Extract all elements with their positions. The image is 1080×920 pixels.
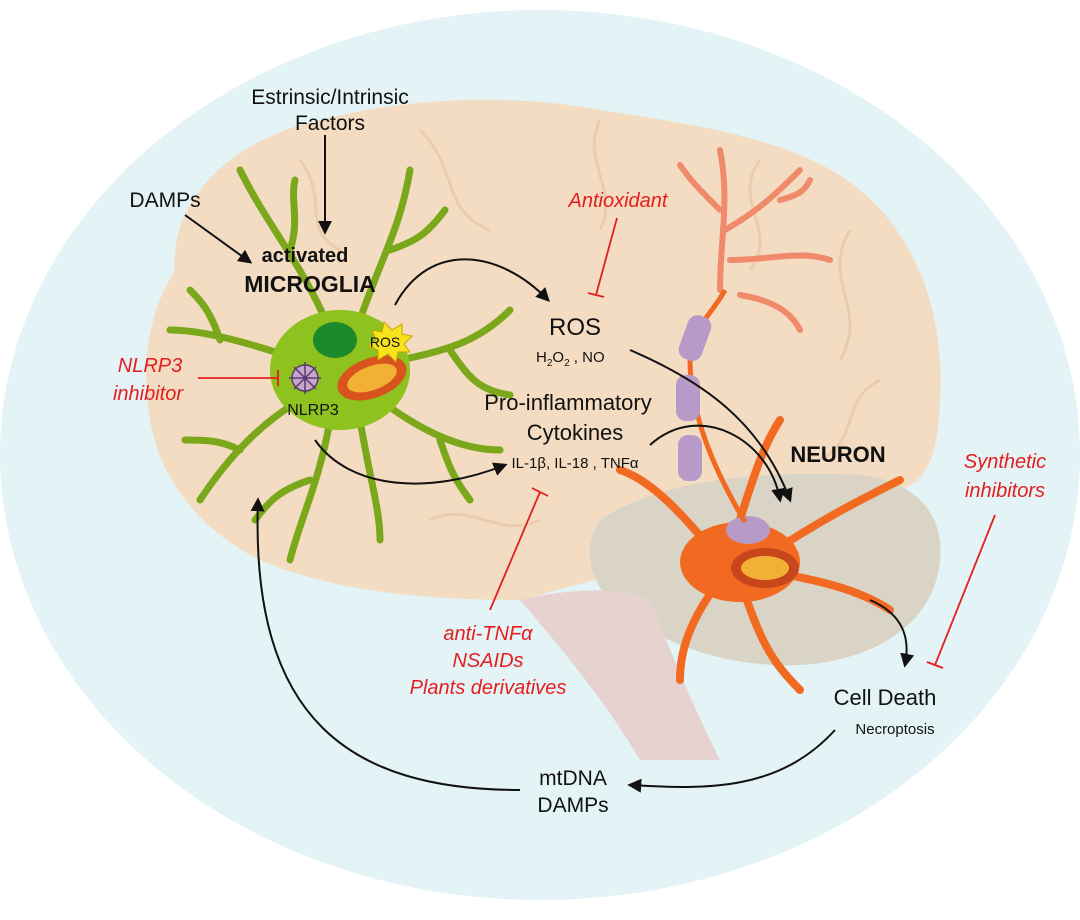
inhibit-synthetic	[926, 514, 996, 669]
antioxidant-label: Antioxidant	[568, 190, 669, 212]
ros-species-label: H2O2 , NO	[536, 349, 605, 369]
cytokine-inhibitor-label-3: Plants derivatives	[410, 677, 567, 699]
arrow-mtdna-to-microglia	[250, 497, 521, 791]
cytokine-inhibitor-label-1: anti-TNFα	[443, 623, 533, 645]
mtdna-label-2: DAMPs	[537, 794, 608, 817]
h2o2-o: O	[552, 349, 564, 366]
neuron-nucleus	[726, 516, 770, 544]
neuron-label: NEURON	[790, 442, 885, 467]
microglia-nucleus	[313, 322, 357, 358]
h2o2-sub-a: 2	[547, 358, 553, 369]
nlrp3-inflammasome	[289, 362, 321, 394]
microglia-label-2: MICROGLIA	[244, 271, 376, 297]
ros-small-label: ROS	[370, 334, 400, 350]
pathway-arrows	[184, 135, 915, 793]
no-label: , NO	[570, 349, 605, 366]
inhibit-cytokines	[489, 487, 549, 611]
microglia-cell	[166, 166, 514, 564]
neuron-cell	[616, 147, 904, 694]
h2o2-h: H	[536, 349, 547, 366]
inhibition-lines	[198, 217, 996, 669]
cell-death-label: Cell Death	[834, 685, 937, 710]
proinflammatory-label-2: Cytokines	[527, 420, 624, 445]
arrow-cytokines-to-neuron	[649, 424, 786, 503]
ros-burst	[366, 320, 414, 364]
labels: Estrinsic/Intrinsic Factors DAMPs activa…	[129, 86, 936, 817]
factors-label-2: Factors	[295, 112, 365, 135]
brain-stem	[520, 590, 720, 760]
damps-top-label: DAMPs	[129, 189, 200, 212]
synthetic-inhibitor-label-2: inhibitors	[965, 480, 1045, 502]
synthetic-inhibitor-label-1: Synthetic	[964, 451, 1046, 473]
h2o2-sub-b: 2	[564, 358, 570, 369]
necroptosis-label: Necroptosis	[855, 721, 934, 738]
factors-label-1: Estrinsic/Intrinsic	[251, 86, 409, 109]
arrow-death-to-mtdna	[627, 729, 836, 793]
myelin-sheaths	[676, 315, 712, 481]
arrow-ros-to-neuron	[629, 349, 793, 503]
nlrp3-inhibitor-label-2: inhibitor	[113, 383, 184, 405]
cytokine-inhibitor-label-2: NSAIDs	[452, 650, 523, 672]
inhibit-nlrp3	[198, 370, 279, 386]
ros-main-label: ROS	[549, 314, 601, 341]
arrow-damps-to-microglia	[184, 214, 253, 264]
brain-shape	[146, 99, 941, 600]
arrow-microglia-to-ros	[394, 258, 550, 306]
nlrp3-label: NLRP3	[287, 402, 339, 419]
proinflammatory-label-1: Pro-inflammatory	[484, 390, 651, 415]
cytokine-list-label: IL-1β, IL-18 , TNFα	[511, 455, 638, 472]
inhibit-antioxidant	[587, 217, 618, 298]
inhibitor-labels: Antioxidant NLRP3 inhibitor Synthetic in…	[113, 190, 1046, 699]
arrow-neuron-to-death	[869, 599, 915, 668]
mtdna-label-1: mtDNA	[539, 767, 607, 790]
microglia-label-1: activated	[262, 245, 349, 267]
nlrp3-inhibitor-label-1: NLRP3	[118, 355, 182, 377]
arrow-microglia-to-cytokines	[314, 439, 508, 485]
